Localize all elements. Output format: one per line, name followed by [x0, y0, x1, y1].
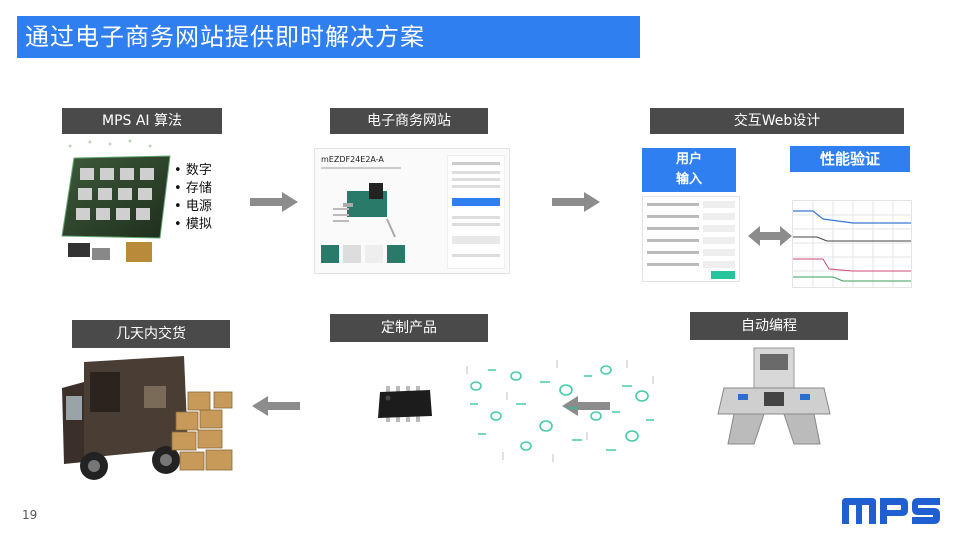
- waveform-image: [792, 200, 912, 288]
- website-label: 电子商务网站: [330, 108, 488, 134]
- list-item: • 存储: [174, 181, 212, 196]
- mps-logo: [842, 498, 940, 524]
- arrow-left-icon: [562, 396, 610, 416]
- list-item: • 模拟: [174, 217, 212, 232]
- arrow-left-icon: [252, 396, 300, 416]
- part-number: mEZDF24E2A-A: [321, 155, 384, 164]
- ic-chip-icon: [378, 386, 432, 422]
- programming-machine-image: [714, 344, 834, 448]
- list-item: • 电源: [174, 199, 212, 214]
- delivery-label: 几天内交货: [72, 320, 230, 348]
- binary-stream-image: [456, 346, 662, 466]
- delivery-truck-image: [54, 352, 240, 492]
- user-input-label: 用户 输入: [642, 148, 736, 192]
- arrow-right-icon: [552, 192, 600, 212]
- web-design-label: 交互Web设计: [650, 108, 904, 134]
- design-form: [642, 196, 740, 282]
- programming-label: 自动编程: [690, 312, 848, 340]
- page-number: 19: [22, 508, 38, 522]
- website-screenshot: mEZDF24E2A-A: [314, 148, 510, 274]
- algorithm-label: MPS AI 算法: [62, 108, 222, 134]
- double-arrow-icon: [748, 226, 792, 246]
- slide-title: 通过电子商务网站提供即时解决方案: [17, 16, 640, 58]
- product-image: [333, 183, 396, 238]
- category-list: • 数字 • 存储 • 电源 • 模拟: [174, 162, 212, 234]
- performance-label: 性能验证: [790, 146, 910, 172]
- chip-board-image: [50, 138, 172, 278]
- arrow-right-icon: [250, 192, 298, 212]
- list-item: • 数字: [174, 163, 212, 178]
- custom-label: 定制产品: [330, 314, 488, 342]
